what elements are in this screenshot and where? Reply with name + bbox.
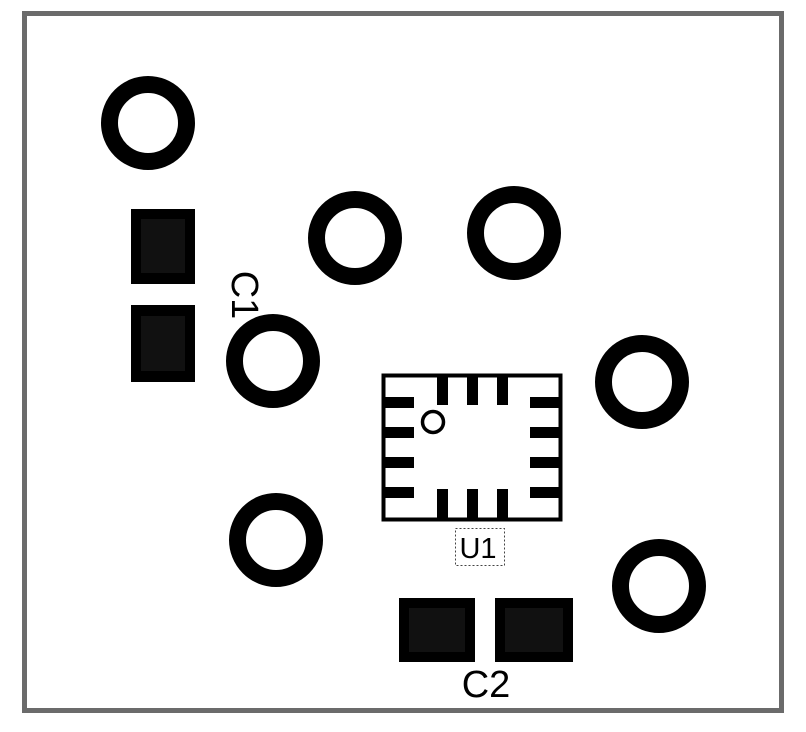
via-pad [308,191,402,285]
c2-pad-right-inner [505,608,563,652]
u1-pad [530,457,560,468]
u1-pad [384,397,414,408]
via-pad [467,186,561,280]
u1-pad [384,427,414,438]
u1-pad [530,487,560,498]
u1-pad [437,489,448,519]
u1-pad [497,375,508,405]
c1-pad-bottom-inner [141,316,185,371]
u1-pad [437,375,448,405]
via-pad [612,539,706,633]
u1-pad [497,489,508,519]
c2-footprint: C2 [399,598,573,706]
c2-pad-left-inner [409,608,465,652]
u1-pin1-marker [420,409,446,435]
u1-pad [384,457,414,468]
c1-pad-top-inner [141,219,185,273]
c2-designator: C2 [462,664,511,706]
u1-pad [530,397,560,408]
u1-designator: U1 [459,533,496,565]
u1-pad [467,375,478,405]
u1-footprint: U1 [381,373,563,566]
c1-designator: C1 [223,271,265,320]
via-pad [101,76,195,170]
via-pad [595,335,689,429]
c1-footprint: C1 [131,209,265,382]
u1-pad [384,487,414,498]
u1-designator-box [455,528,505,566]
via-group [101,76,706,633]
via-pad [229,493,323,587]
u1-pad [530,427,560,438]
via-pad [226,314,320,408]
u1-pad [467,489,478,519]
